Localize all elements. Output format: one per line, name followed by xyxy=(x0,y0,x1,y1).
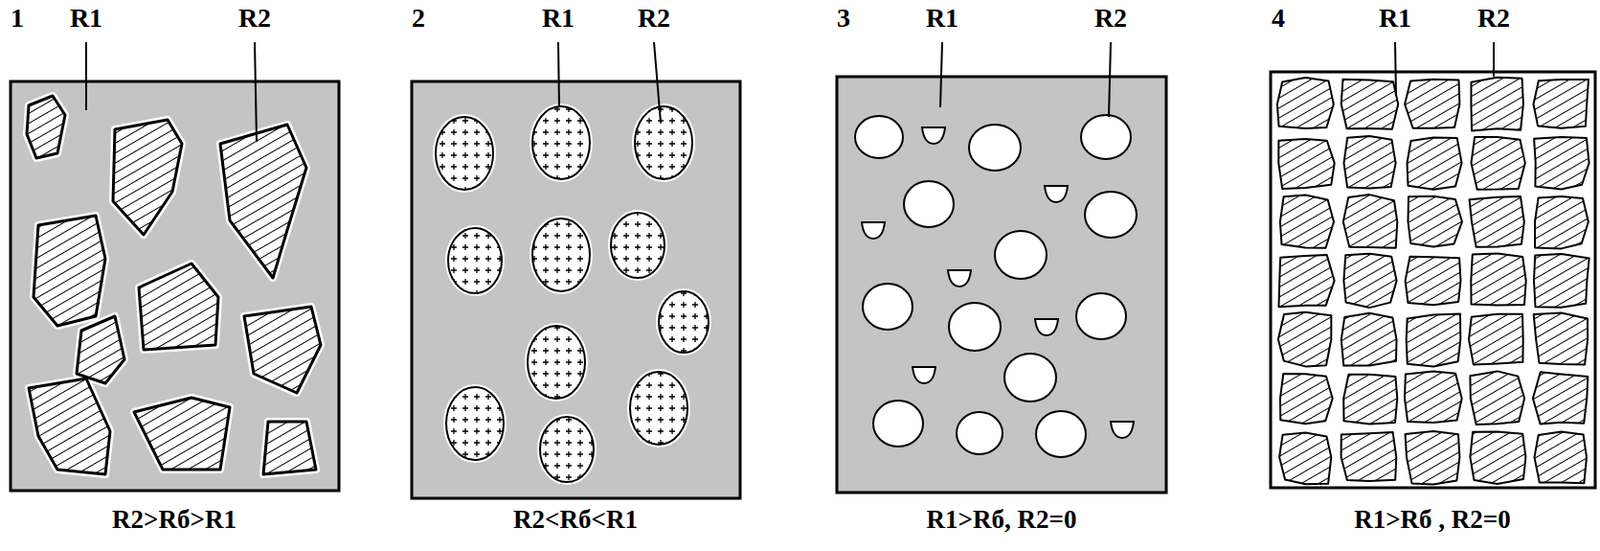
grain xyxy=(1407,136,1463,189)
leader-line xyxy=(1395,42,1397,96)
leader-line xyxy=(940,42,943,108)
panel-three xyxy=(836,42,1167,493)
grain xyxy=(1277,77,1334,129)
grain xyxy=(1404,371,1463,424)
grain xyxy=(1344,135,1397,189)
grain xyxy=(1534,196,1589,248)
leader-line xyxy=(653,42,661,123)
grain xyxy=(1280,194,1334,248)
grain xyxy=(1279,432,1331,485)
panel-two xyxy=(411,42,741,498)
material-label: R1 xyxy=(1378,3,1412,34)
panel-number: 4 xyxy=(1271,3,1285,34)
grain xyxy=(1408,196,1464,248)
leader-line xyxy=(1108,42,1111,117)
material-label: R2 xyxy=(238,3,271,34)
leader-line xyxy=(1492,42,1495,77)
grain xyxy=(1343,253,1397,308)
panel-number: 1 xyxy=(10,3,24,34)
panel-caption: R2>Rб>R1 xyxy=(112,505,237,535)
material-label: R1 xyxy=(925,3,959,34)
leader-line xyxy=(558,42,560,107)
material-label: R2 xyxy=(1477,3,1510,34)
panel-caption: R1>Rб , R2=0 xyxy=(1353,505,1511,535)
grain xyxy=(1280,373,1333,424)
material-label: R1 xyxy=(541,3,575,34)
grain xyxy=(1534,431,1588,484)
leader-line xyxy=(254,42,257,142)
grain xyxy=(1533,253,1590,308)
grain xyxy=(1279,254,1335,307)
grain xyxy=(1468,314,1524,365)
grain xyxy=(1343,374,1398,425)
grain xyxy=(1404,79,1460,129)
panel-four xyxy=(1270,42,1596,488)
panel-caption: R1>Rб, R2=0 xyxy=(926,505,1078,535)
grain xyxy=(1533,313,1588,365)
grain xyxy=(1469,196,1525,248)
grain xyxy=(1470,77,1524,132)
grain xyxy=(1532,371,1588,424)
grain xyxy=(1405,256,1462,306)
grain xyxy=(1341,431,1398,481)
grain xyxy=(1278,312,1331,367)
material-label: R2 xyxy=(637,3,671,34)
panel-caption: R2<Rб<R1 xyxy=(513,505,638,535)
panel-number: 3 xyxy=(836,3,851,34)
panel-number: 2 xyxy=(411,3,426,34)
grain xyxy=(1533,136,1590,190)
material-label: R1 xyxy=(69,3,103,34)
grain xyxy=(1469,370,1525,425)
grain xyxy=(1341,79,1399,130)
grain xyxy=(1533,79,1590,129)
grain xyxy=(1341,313,1398,366)
panel-one xyxy=(10,42,339,491)
grain xyxy=(1405,430,1461,484)
material-label: R2 xyxy=(1094,3,1127,34)
grain xyxy=(1470,253,1526,306)
grain xyxy=(1406,314,1462,367)
grain xyxy=(1343,194,1398,248)
grain xyxy=(1278,138,1334,189)
grain xyxy=(1471,136,1526,190)
grain xyxy=(1469,431,1526,484)
leader-line xyxy=(85,42,88,111)
